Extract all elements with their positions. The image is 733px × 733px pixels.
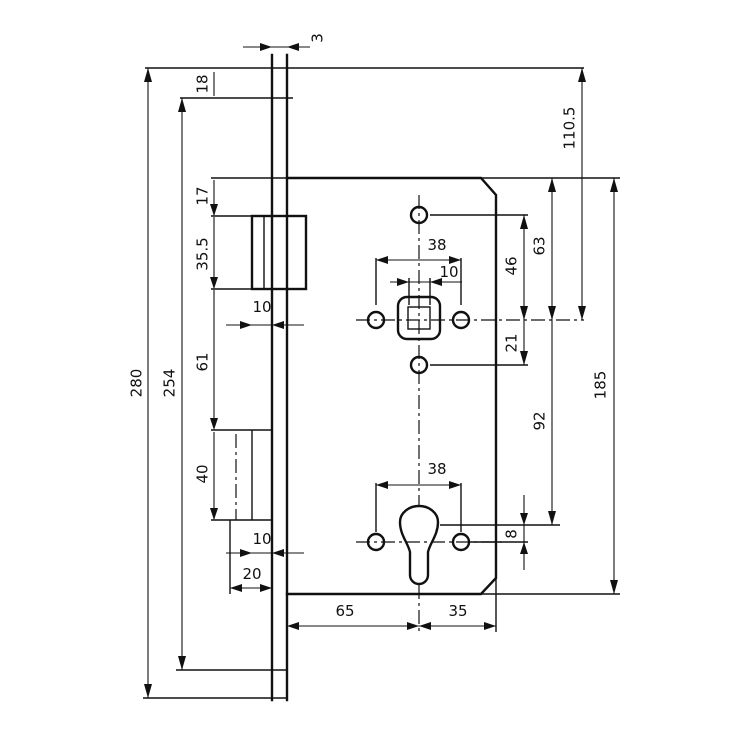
dim-faceplate-length: 280 [128, 369, 146, 398]
dim-latch-projection: 10 [252, 298, 271, 316]
dim-spindle-to-hole: 21 [503, 333, 521, 352]
dim-cylinder-holes: 38 [427, 460, 446, 478]
bottom-dimensions [287, 578, 497, 632]
dim-spindle-from-top: 63 [531, 236, 549, 255]
dim-case-length: 254 [161, 369, 179, 398]
dim-bolt-throw: 20 [242, 565, 261, 583]
dim-cylinder-offset: 8 [503, 529, 521, 539]
dim-bolt-projection: 10 [252, 530, 271, 548]
dim-latch-from-top: 17 [194, 186, 212, 205]
dim-spindle-holes: 38 [427, 236, 446, 254]
dim-backset: 65 [335, 602, 354, 620]
dim-case-back: 35 [448, 602, 467, 620]
dimension-labels: 3 18 17 35.5 10 61 40 10 20 280 254 38 1… [128, 33, 610, 620]
dim-case-height: 185 [592, 371, 610, 400]
dim-top-offset: 18 [194, 74, 212, 93]
dim-spindle-to-cylinder: 92 [531, 411, 549, 430]
dim-spindle-from-hole: 46 [503, 256, 521, 275]
dim-bolt-height: 40 [194, 464, 212, 483]
spindle [356, 195, 584, 505]
dim-case-top: 110.5 [561, 107, 579, 150]
right-dimensions [520, 68, 618, 594]
latch [211, 214, 308, 291]
spindle-dimensions [376, 256, 462, 489]
left-dimensions [143, 43, 310, 699]
lock-case [211, 176, 620, 596]
faceplate [145, 53, 584, 702]
bolt [211, 429, 272, 521]
cylinder [356, 483, 560, 632]
dim-spindle-square: 10 [439, 263, 458, 281]
dim-faceplate-thickness: 3 [309, 33, 327, 43]
dim-latch-to-bolt: 61 [194, 352, 212, 371]
dim-latch-height: 35.5 [194, 237, 212, 270]
